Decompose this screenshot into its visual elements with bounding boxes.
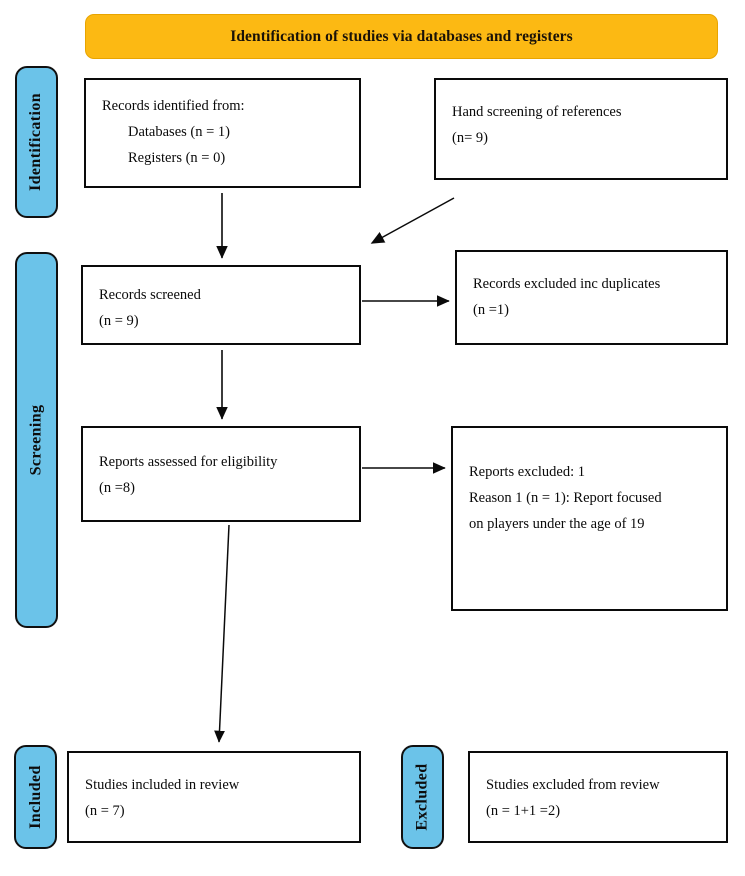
studies-excluded-line-1: Studies excluded from review	[486, 777, 660, 793]
node-reports-excluded: Reports excluded: 1 Reason 1 (n = 1): Re…	[451, 426, 728, 611]
records-identified-line-1: Records identified from:	[102, 98, 245, 114]
records-screened-line-1: Records screened	[99, 287, 201, 303]
records-screened-line-2: (n = 9)	[99, 312, 139, 329]
node-records-identified: Records identified from: Databases (n = …	[84, 78, 361, 188]
studies-included-line-2: (n = 7)	[85, 802, 125, 819]
arrow-assessed-to-studies-included	[214, 524, 230, 743]
node-studies-excluded: Studies excluded from review (n = 1+1 =2…	[468, 751, 728, 843]
stage-rail-screening: Screening	[15, 252, 58, 628]
stage-label-identification: Identification	[27, 92, 45, 192]
records-excluded-line-1: Records excluded inc duplicates	[473, 276, 661, 292]
node-hand-screening: Hand screening of references (n= 9)	[434, 78, 728, 180]
hand-screening-line-2: (n= 9)	[452, 129, 488, 146]
stage-rail-excluded: Excluded	[401, 745, 444, 849]
hand-screening-line-1: Hand screening of references	[452, 104, 622, 120]
banner-identification-header: Identification of studies via databases …	[85, 14, 718, 59]
stage-label-excluded: Excluded	[413, 763, 431, 831]
records-excluded-line-2: (n =1)	[473, 301, 509, 318]
records-identified-line-3: Registers (n = 0)	[128, 149, 226, 166]
studies-included-line-1: Studies included in review	[85, 777, 240, 793]
stage-rail-identification: Identification	[15, 66, 58, 218]
records-identified-line-2: Databases (n = 1)	[128, 123, 230, 140]
reports-excluded-line-1: Reports excluded: 1	[469, 464, 585, 480]
stage-label-included: Included	[26, 765, 44, 829]
node-reports-assessed: Reports assessed for eligibility (n =8)	[81, 426, 361, 522]
banner-label: Identification of studies via databases …	[230, 27, 573, 45]
stage-label-screening: Screening	[27, 404, 45, 476]
reports-excluded-line-2: Reason 1 (n = 1): Report focused	[469, 489, 662, 506]
studies-excluded-line-2: (n = 1+1 =2)	[486, 802, 561, 819]
node-studies-included: Studies included in review (n = 7)	[67, 751, 361, 843]
reports-excluded-line-3: on players under the age of 19	[469, 515, 645, 532]
node-records-excluded: Records excluded inc duplicates (n =1)	[455, 250, 728, 345]
arrow-handscreening-to-screened	[370, 197, 455, 244]
node-records-screened: Records screened (n = 9)	[81, 265, 361, 345]
reports-assessed-line-2: (n =8)	[99, 479, 135, 496]
reports-assessed-line-1: Reports assessed for eligibility	[99, 454, 278, 470]
stage-rail-included: Included	[14, 745, 57, 849]
